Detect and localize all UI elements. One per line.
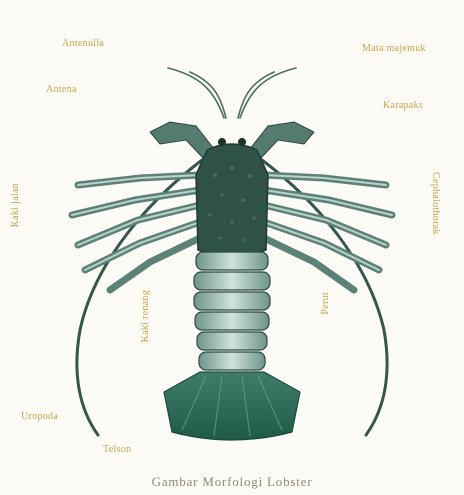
label-walking-legs: Kaki jalan: [10, 183, 21, 227]
label-antennula: Antenulla: [62, 38, 104, 49]
label-swimming-legs: Kaki renang: [140, 290, 151, 342]
label-telson: Telson: [103, 444, 131, 455]
tail-fan: [164, 372, 300, 440]
carapace: [196, 144, 268, 256]
label-uropoda: Uropoda: [21, 411, 58, 422]
label-antenna: Antena: [46, 84, 77, 95]
abdomen-segments: [194, 252, 270, 370]
antennules: [168, 68, 296, 118]
figure-caption: Gambar Morfologi Lobster: [0, 474, 464, 490]
label-compound-eye: Mata majemuk: [362, 43, 426, 54]
label-abdomen: Perut: [320, 292, 331, 315]
label-carapace: Karapaks: [383, 100, 423, 111]
label-cephalothorax: Cephalothorak: [430, 172, 441, 235]
